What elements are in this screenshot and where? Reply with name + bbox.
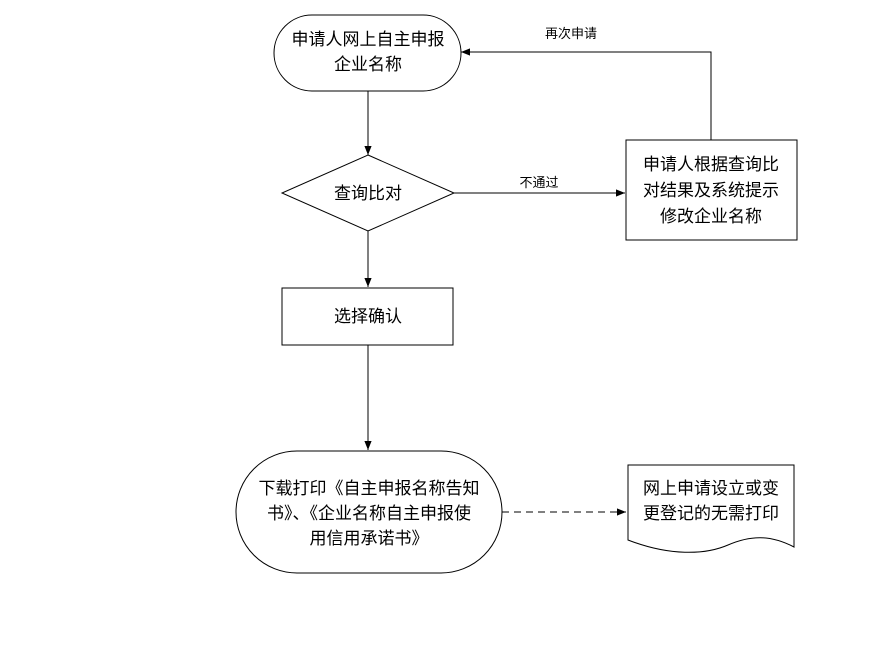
node-modify-shape [625,139,798,241]
node-query-shape [280,154,456,232]
node-start-line-2: 企业名称 [334,55,402,75]
node-note-shape [627,464,795,553]
node-download: 下载打印《自主申报名称告知 书》、《企业名称自主申报使 用信用承诺书》 [235,450,503,574]
node-start-shape [273,14,462,92]
node-download-shape [235,450,503,574]
node-confirm: 选择确认 [281,287,454,346]
node-download-line-2: 书》、《企业名称自主申报使 [267,503,471,524]
node-start-line-1: 申请人网上自主申报 [292,30,445,50]
node-note-line-2: 更登记的无需打印 [643,504,779,524]
edge-modify-to-start [461,48,712,140]
node-modify-line-3: 修改企业名称 [660,207,762,227]
node-start: 申请人网上自主申报 企业名称 [273,14,462,92]
node-query: 查询比对 [280,154,456,232]
node-modify-line-2: 对结果及系统提示 [643,181,779,201]
node-note: 网上申请设立或变 更登记的无需打印 [627,464,795,553]
edge-label-reapply: 再次申请 [545,26,597,42]
node-modify-line-1: 申请人根据查询比 [643,155,779,175]
node-download-line-3: 用信用承诺书》 [310,529,429,549]
node-confirm-shape [281,287,454,346]
node-query-line-1: 查询比对 [334,184,402,204]
node-modify: 申请人根据查询比 对结果及系统提示 修改企业名称 [625,139,798,241]
node-note-line-1: 网上申请设立或变 [643,479,779,499]
node-confirm-line-1: 选择确认 [334,307,402,327]
edge-label-fail: 不通过 [519,176,558,191]
node-download-line-1: 下载打印《自主申报名称告知 [259,479,480,499]
